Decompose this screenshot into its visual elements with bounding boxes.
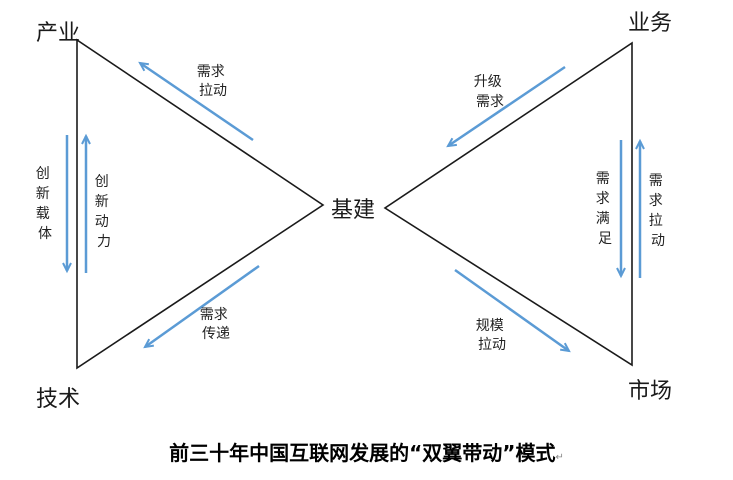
node-business: 业务 <box>628 11 672 36</box>
left-triangle <box>76 38 325 370</box>
label-innovation-power: 创 新 动 力 <box>95 174 113 250</box>
label-demand-pull-top-left: 需求 拉动 <box>197 64 229 99</box>
label-demand-satisfy: 需 求 满 足 <box>596 171 614 247</box>
arrow-demand-pull-top-left <box>138 61 254 142</box>
label-demand-pull-right: 需 求 拉 动 <box>649 173 667 249</box>
label-innovation-carrier: 创 新 载 体 <box>36 166 54 242</box>
caption-text: 前三十年中国互联网发展的“双翼带动”模式 <box>169 441 556 465</box>
node-market: 市场 <box>628 379 672 404</box>
node-technology: 技术 <box>36 387 80 412</box>
label-demand-transmit: 需求 传递 <box>200 307 232 342</box>
node-infrastructure: 基建 <box>331 198 375 223</box>
label-scale-pull: 规模 拉动 <box>476 318 508 353</box>
label-upgrade-demand: 升级 需求 <box>474 74 506 110</box>
arrow-scale-pull <box>454 268 571 353</box>
arrow-demand-transmit <box>143 264 260 349</box>
arrow-upgrade-demand <box>446 65 566 148</box>
diagram-caption: 前三十年中国互联网发展的“双翼带动”模式↵ <box>0 437 733 466</box>
node-industry: 产业 <box>36 21 80 46</box>
paragraph-mark: ↵ <box>555 452 564 463</box>
right-triangle <box>383 41 633 367</box>
